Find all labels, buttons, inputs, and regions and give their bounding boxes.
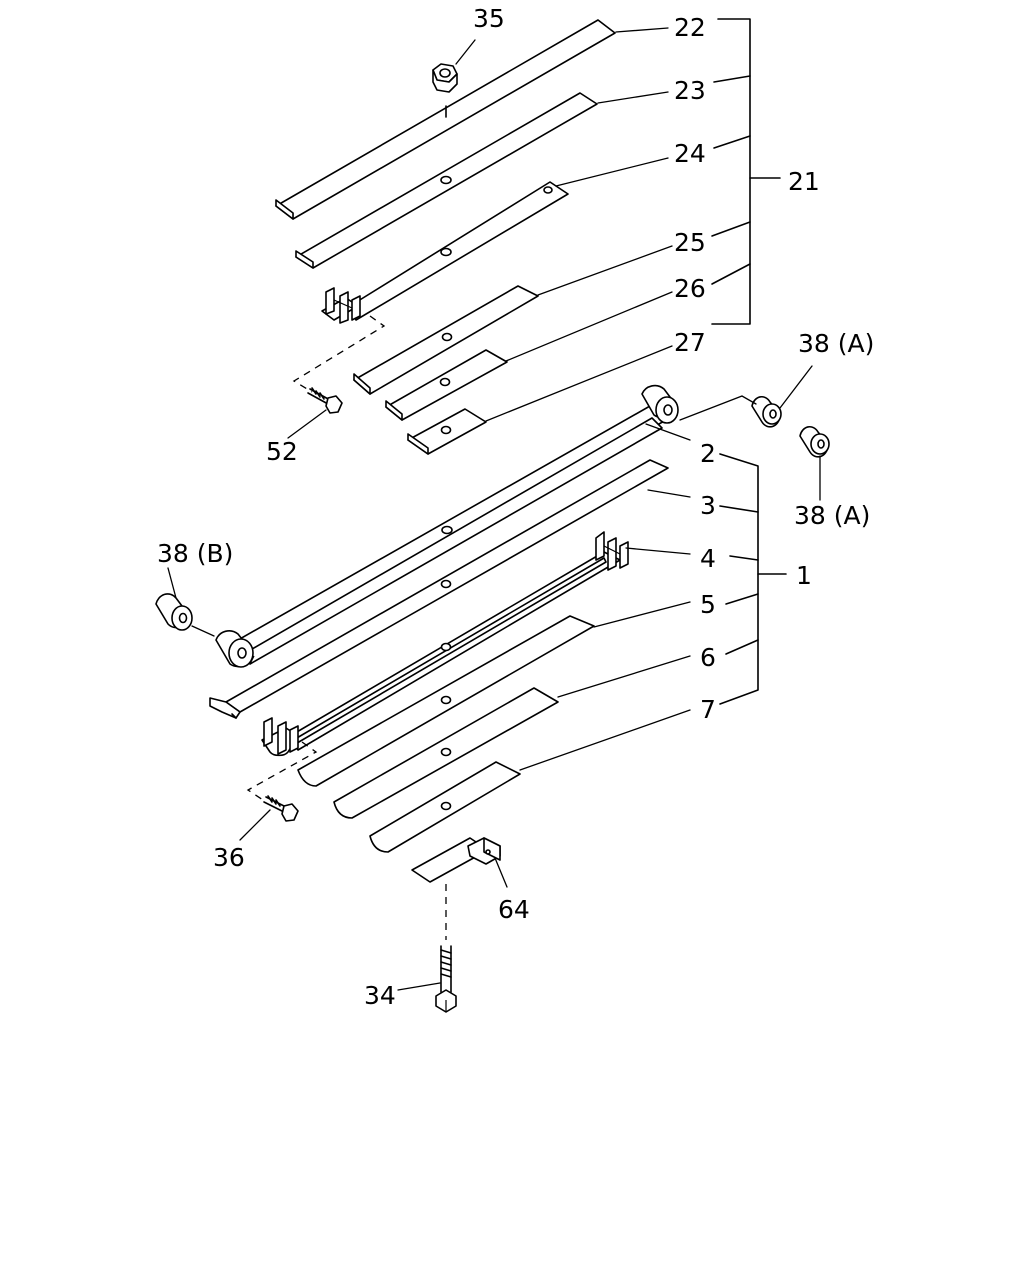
clip-4-right xyxy=(595,531,629,571)
leaf-23 xyxy=(295,92,598,269)
clip-4-left xyxy=(261,717,299,757)
label-4: 4 xyxy=(700,544,716,573)
label-27: 27 xyxy=(674,328,706,357)
label-7: 7 xyxy=(700,695,716,724)
bushing-38a-lower xyxy=(799,425,830,458)
label-36: 36 xyxy=(213,843,245,872)
bushing-38a-upper xyxy=(679,395,782,428)
leaf-25 xyxy=(353,285,539,395)
label-35: 35 xyxy=(473,4,505,33)
bolt-36 xyxy=(263,795,299,822)
leaf-27 xyxy=(407,408,487,455)
bolt-34 xyxy=(435,945,457,1013)
assembly-line-36 xyxy=(246,741,318,803)
label-26: 26 xyxy=(674,274,706,303)
label-22: 22 xyxy=(674,13,706,42)
leaf-22 xyxy=(275,19,616,220)
group-bracket-21 xyxy=(711,18,781,325)
group-bracket-1 xyxy=(719,453,787,705)
main-leaf-2 xyxy=(215,384,679,668)
leaf-5 xyxy=(297,615,595,787)
label-38a-top: 38 (A) xyxy=(798,329,874,358)
leaf-6 xyxy=(333,687,559,819)
bracket-64 xyxy=(411,837,508,888)
label-3: 3 xyxy=(700,491,716,520)
label-1: 1 xyxy=(796,561,812,590)
label-34: 34 xyxy=(364,981,396,1010)
label-38a-right: 38 (A) xyxy=(794,501,870,530)
clip-24 xyxy=(321,287,361,324)
label-38b: 38 (B) xyxy=(157,539,233,568)
leader-lines xyxy=(167,27,821,991)
label-24: 24 xyxy=(674,139,706,168)
leaf-7 xyxy=(369,761,521,853)
label-64: 64 xyxy=(498,895,530,924)
label-6: 6 xyxy=(700,643,716,672)
bolt-52 xyxy=(307,387,343,414)
bushing-38b xyxy=(155,593,215,637)
leaf-24 xyxy=(349,181,569,321)
part-labels: 35 22 23 24 21 25 26 27 38 (A) 52 2 38 (… xyxy=(157,4,874,1010)
label-21: 21 xyxy=(788,167,820,196)
assembly-line-52 xyxy=(292,315,386,393)
leaf-3 xyxy=(209,459,669,719)
nut-35 xyxy=(432,63,458,118)
label-52: 52 xyxy=(266,437,298,466)
label-5: 5 xyxy=(700,590,716,619)
leaf-26 xyxy=(385,349,508,421)
label-2: 2 xyxy=(700,439,716,468)
label-25: 25 xyxy=(674,228,706,257)
label-23: 23 xyxy=(674,76,706,105)
